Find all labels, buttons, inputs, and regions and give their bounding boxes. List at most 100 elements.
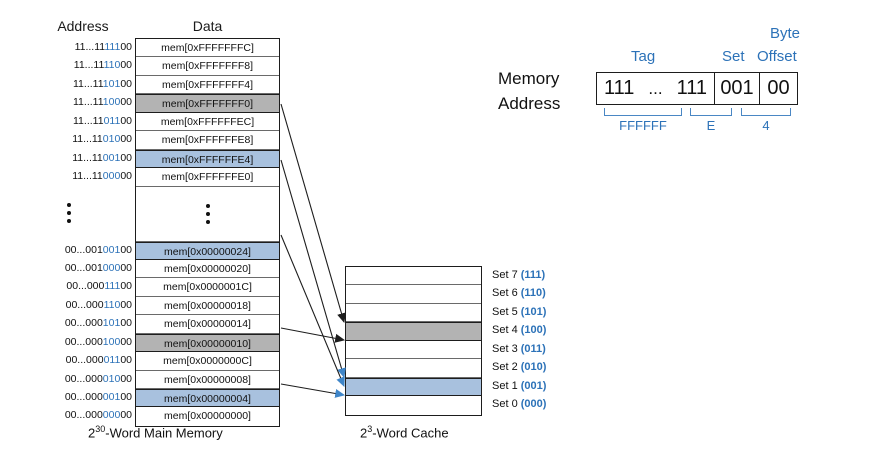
address-offset-bits: 00 bbox=[120, 280, 132, 293]
address-offset-bits: 00 bbox=[120, 372, 132, 385]
address-label: 00...00100000 bbox=[34, 259, 132, 277]
cache-set-row bbox=[346, 322, 481, 341]
cache-set-row bbox=[346, 285, 481, 304]
address-offset-bits: 00 bbox=[120, 151, 132, 164]
cache-caption-exponent: 3 bbox=[367, 424, 373, 434]
cache-set-label: Set 5 (101) bbox=[492, 303, 612, 321]
address-label: 00...00001000 bbox=[34, 370, 132, 388]
arrow-0x10-to-set4 bbox=[280, 327, 346, 343]
set-hex-label: E bbox=[706, 118, 716, 133]
address-label: 11...1111000 bbox=[34, 56, 132, 74]
address-offset-bits: 00 bbox=[120, 317, 132, 330]
memory-data-row: mem[0x0000001C] bbox=[136, 278, 279, 297]
address-offset-bits: 00 bbox=[120, 243, 132, 256]
address-tag-bits: 00...000 bbox=[64, 317, 103, 330]
tag-bits-right: 111 bbox=[676, 77, 707, 99]
memory-data-row: mem[0xFFFFFFE0] bbox=[136, 168, 279, 187]
address-label: 11...1110000 bbox=[34, 93, 132, 111]
address-tag-bits: 00...001 bbox=[64, 243, 103, 256]
address-tag-bits: 11...11 bbox=[72, 133, 103, 146]
address-tag-bits: 00...000 bbox=[64, 409, 103, 422]
tag-hex-brace bbox=[604, 108, 682, 116]
vertical-ellipsis-icon bbox=[205, 200, 210, 228]
memory-data-row: mem[0x00000010] bbox=[136, 333, 279, 353]
address-set-bits: 101 bbox=[102, 77, 121, 90]
address-offset-bits: 00 bbox=[120, 114, 132, 127]
address-tag-bits: 00...000 bbox=[65, 354, 104, 367]
address-set-bits: 011 bbox=[103, 354, 121, 367]
memory-data-row: mem[0x00000020] bbox=[136, 260, 279, 279]
address-set-bits: 000 bbox=[102, 409, 121, 422]
cache-set-name: Set 1 bbox=[492, 379, 518, 392]
address-tag-bits: 00...000 bbox=[64, 335, 103, 348]
cache-set-name: Set 6 bbox=[492, 287, 518, 300]
cache-set-label-column: Set 7 (111) Set 6 (110) Set 5 (101)Set 4 (… bbox=[492, 266, 612, 414]
cache-set-row bbox=[346, 377, 481, 397]
address-set-bits: 100 bbox=[102, 335, 121, 348]
cache-set-index-bits: (100) bbox=[520, 324, 547, 337]
cache-set-name: Set 3 bbox=[492, 342, 518, 355]
address-set-bits: 000 bbox=[102, 261, 121, 274]
address-label: 11...1101000 bbox=[34, 130, 132, 148]
cache-set-row bbox=[346, 359, 481, 378]
memory-data-row: mem[0xFFFFFFF4] bbox=[136, 76, 279, 95]
offset-hex-label: 4 bbox=[762, 118, 770, 133]
address-set-bits: 001 bbox=[102, 151, 121, 164]
cache-set-label: Set 7 (111) bbox=[492, 266, 612, 284]
arrow-ffffffe4-to-set1 bbox=[280, 159, 346, 379]
arrow-0x24-to-set1 bbox=[280, 234, 345, 388]
cache-set-name: Set 2 bbox=[492, 361, 518, 374]
main-memory-caption: 230-Word Main Memory bbox=[88, 424, 223, 440]
address-tag-bits: 11...11 bbox=[72, 151, 103, 164]
memory-data-row: mem[0x00000024] bbox=[136, 241, 279, 260]
address-tag-bits: 00...000 bbox=[65, 298, 104, 311]
address-tag-bits: 11...11 bbox=[73, 96, 103, 109]
byte-offset-heading-line1: Byte bbox=[770, 25, 801, 42]
cache-set-label: Set 2 (010) bbox=[492, 358, 612, 376]
cache-caption-rest: -Word Cache bbox=[372, 425, 449, 441]
address-tag-bits: 11...11 bbox=[73, 114, 104, 127]
address-label: 00...00100100 bbox=[34, 241, 132, 259]
cache-caption-base: 2 bbox=[360, 425, 368, 441]
address-tag-bits: 11...11 bbox=[72, 170, 103, 183]
memory-address-label-line1: Memory bbox=[498, 69, 560, 88]
address-set-bits: 010 bbox=[102, 133, 121, 146]
cache-set-row bbox=[346, 396, 481, 414]
tag-bits-ellipsis: ... bbox=[648, 78, 663, 98]
address-offset-bits: 00 bbox=[120, 409, 132, 422]
address-offset-bits: 00 bbox=[120, 335, 132, 348]
tag-field-heading: Tag bbox=[631, 48, 656, 65]
address-offset-bits: 00 bbox=[120, 354, 132, 367]
address-label: 11...1101100 bbox=[34, 112, 132, 130]
address-label: 00...00000000 bbox=[34, 406, 132, 424]
memory-data-row: mem[0xFFFFFFF8] bbox=[136, 57, 279, 76]
tag-field: 111 ... 111 bbox=[597, 73, 714, 104]
cache-set-index-bits: (010) bbox=[520, 361, 547, 374]
address-set-bits: 111 bbox=[104, 280, 121, 293]
cache-set-row bbox=[346, 267, 481, 286]
byte-offset-field: 00 bbox=[759, 73, 797, 104]
data-column-header: Data bbox=[192, 18, 223, 34]
address-set-bits: 001 bbox=[102, 243, 121, 256]
tag-hex-label: FFFFFF bbox=[619, 118, 667, 133]
memory-caption-exponent: 30 bbox=[95, 424, 106, 434]
address-label: 11...1111100 bbox=[34, 38, 132, 56]
address-set-bits: 010 bbox=[102, 372, 121, 385]
address-set-bits: 101 bbox=[102, 317, 121, 330]
cache-set-index-bits: (110) bbox=[520, 287, 546, 300]
memory-caption-base: 2 bbox=[88, 425, 96, 441]
cache-set-label: Set 4 (100) bbox=[492, 321, 612, 339]
address-offset-bits: 00 bbox=[120, 391, 132, 403]
set-field-heading: Set bbox=[722, 48, 745, 65]
address-label: 00...00001100 bbox=[34, 351, 132, 369]
memory-data-row: mem[0x00000018] bbox=[136, 297, 279, 316]
address-set-bits: 110 bbox=[103, 298, 121, 311]
offset-hex-brace bbox=[741, 108, 791, 116]
set-hex-brace bbox=[690, 108, 732, 116]
memory-data-row: mem[0x00000004] bbox=[136, 389, 279, 408]
arrow-fffffff0-to-set4 bbox=[280, 103, 346, 324]
address-ellipsis bbox=[34, 186, 132, 241]
address-offset-bits: 00 bbox=[120, 41, 132, 53]
cache-set-index-bits: (111) bbox=[520, 269, 546, 281]
memory-data-row: mem[0xFFFFFFE8] bbox=[136, 131, 279, 150]
